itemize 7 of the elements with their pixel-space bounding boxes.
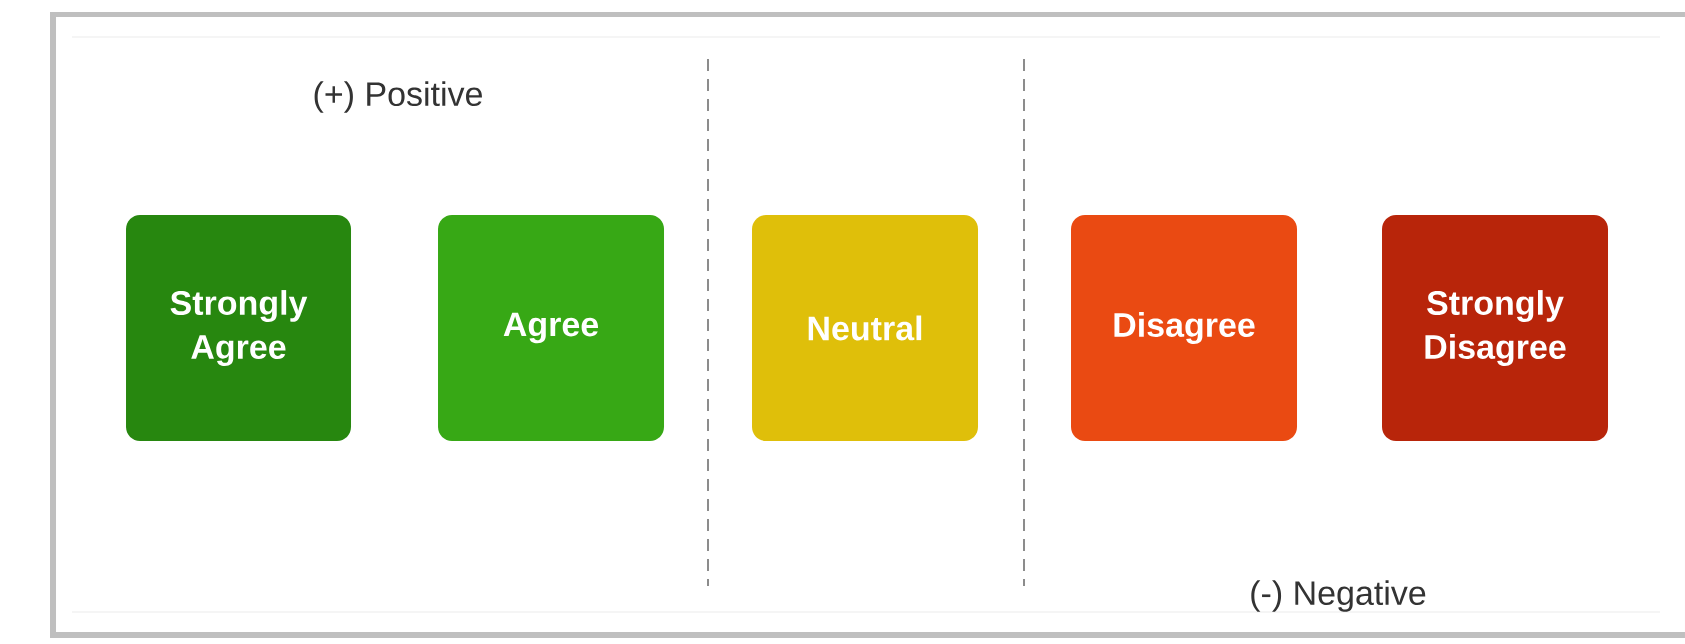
rating-box: Disagree (1071, 215, 1297, 441)
rating-box: Neutral (752, 215, 978, 441)
section-label: (-) Negative (1251, 580, 1426, 612)
section-label: (+) Positive (314, 81, 482, 113)
rating-box: Strongly Agree (126, 215, 351, 441)
rating-box: Agree (438, 215, 664, 441)
rating-box: Strongly Disagree (1382, 215, 1608, 441)
